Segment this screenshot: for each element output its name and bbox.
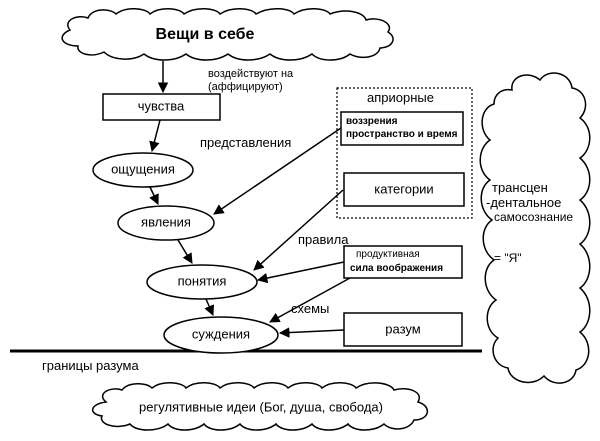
arrow-imagination-to-concepts	[256, 261, 345, 284]
intuitions-line1: воззрения	[346, 116, 398, 127]
self-consciousness-cloud	[479, 72, 591, 384]
rules-label: правила	[298, 232, 349, 247]
sensations-ellipse	[92, 152, 194, 188]
representations-label: представления	[200, 135, 292, 150]
arrow-imagination-to-judgments	[269, 277, 351, 323]
apriori-title: априорные	[367, 90, 434, 105]
schemes-label: схемы	[291, 301, 330, 316]
things-in-themselves-label: Вещи в себе	[155, 25, 255, 43]
regulative-ideas-label: регулятивные идеи (Бог, душа, свобода)	[139, 399, 383, 415]
senses-label: чувства	[137, 98, 185, 114]
mind-limits-label: границы разума	[42, 358, 139, 373]
judgments-ellipse	[163, 316, 279, 354]
arrow-sensations-to-phenomena	[149, 186, 159, 205]
phenomena-ellipse	[117, 205, 215, 241]
arrow-intuitions-to-phenomena	[213, 127, 342, 215]
arrow-categories-to-concepts	[253, 189, 344, 271]
self-consciousness-line3: самосознание	[494, 210, 574, 224]
affect-label-line1: воздействуют на	[208, 68, 294, 80]
affect-label-line2: (аффицируют)	[208, 81, 283, 93]
arrow-phenomena-to-concepts	[177, 239, 193, 264]
reason-box	[343, 312, 463, 347]
categories-box	[343, 172, 465, 207]
categories-label: категории	[374, 181, 434, 197]
intuitions-line2: пространство и время	[346, 129, 458, 140]
self-consciousness-line1: трансцен	[492, 180, 548, 195]
concepts-label: понятия	[177, 273, 227, 289]
arrow-concepts-to-judgments	[204, 298, 215, 316]
self-consciousness-line4: = "Я"	[494, 251, 522, 265]
reason-label: разум	[385, 321, 421, 337]
sensations-label: ощущения	[111, 161, 175, 177]
judgments-label: суждения	[191, 326, 251, 342]
self-consciousness-line2: -дентальное	[486, 195, 562, 210]
senses-box	[102, 93, 221, 121]
imagination-line1: продуктивная	[356, 249, 420, 260]
arrow-senses-to-sensations	[149, 119, 161, 153]
intuitions-box	[340, 111, 464, 146]
phenomena-label: явления	[141, 214, 191, 230]
things-in-themselves-cloud	[61, 8, 394, 61]
regulative-ideas-cloud	[92, 382, 428, 431]
apriori-group-frame	[336, 87, 473, 219]
imagination-line2: сила воображения	[350, 263, 444, 274]
arrow-reason-to-judgments	[278, 327, 345, 338]
imagination-box	[343, 245, 463, 279]
